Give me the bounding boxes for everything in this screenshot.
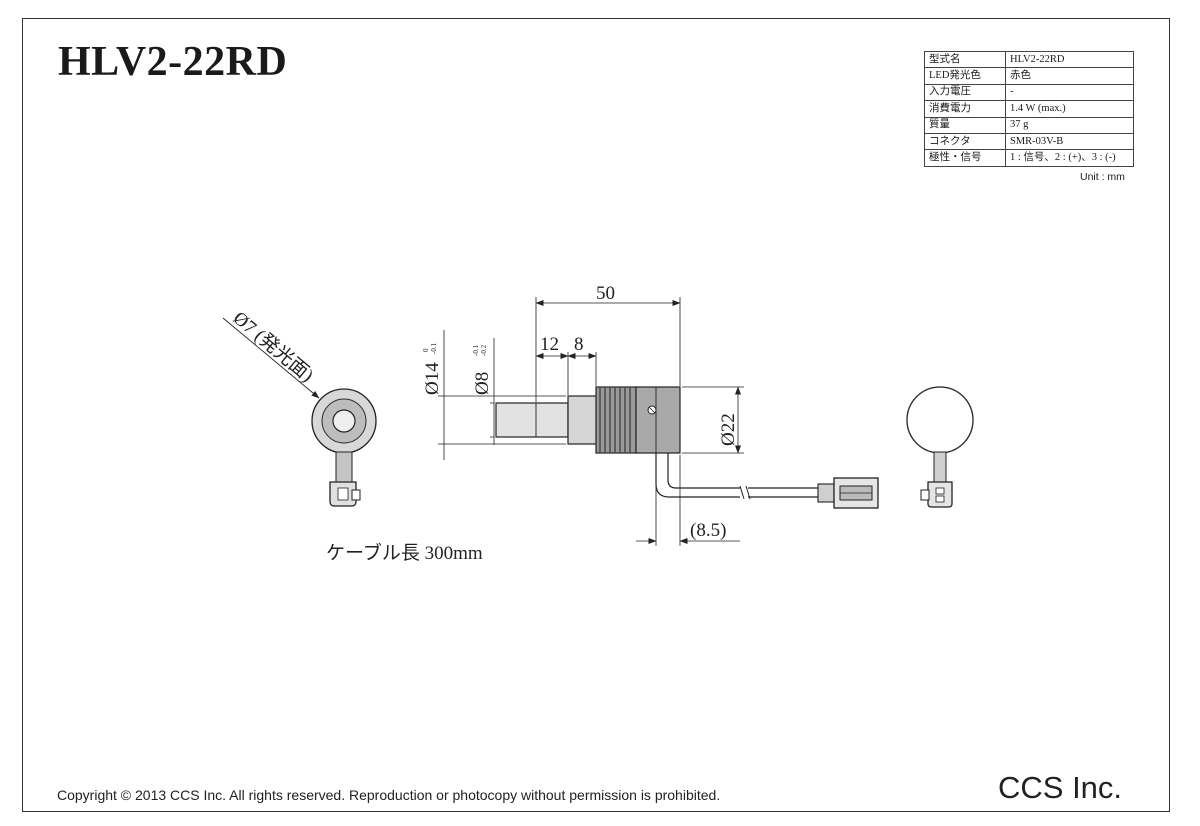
copyright-notice: Copyright © 2013 CCS Inc. All rights res… — [57, 787, 721, 803]
rear-connector-pin — [935, 487, 945, 495]
unit-note: Unit : mm — [1080, 171, 1125, 183]
dim-dia14-tol-lower: -0.1 — [430, 342, 438, 354]
dim-dia22-label: Ø22 — [718, 413, 739, 446]
dim-dia8-label: Ø8 — [472, 372, 493, 395]
front-view: Ø7 (発光面) — [222, 307, 377, 507]
dim-dia14-label: Ø14 — [422, 362, 443, 395]
drawing-title: HLV2-22RD — [58, 39, 288, 85]
set-screw-slot — [648, 406, 656, 414]
dim-dia8-tol-upper: -0.1 — [472, 344, 480, 356]
front-connector-latch — [351, 489, 361, 501]
spec-value: 1 : 信号、2 : (+)、3 : (-) — [1005, 149, 1134, 167]
rear-connector-pin — [935, 495, 945, 503]
front-tube — [495, 402, 569, 438]
front-cable-stub — [335, 451, 353, 483]
cable-length-note: ケーブル長 300mm — [326, 541, 483, 564]
dim-dia8-tol-lower: -0.2 — [480, 344, 488, 356]
connector-boot — [817, 483, 835, 503]
front-connector-slot — [337, 487, 349, 501]
side-connector — [817, 477, 879, 509]
dim-dia14-tol-upper: 0 — [422, 348, 430, 352]
rear-body-circle — [906, 386, 974, 454]
rear-connector-latch — [920, 489, 930, 501]
emitting-face-label: Ø7 (発光面) — [229, 307, 318, 387]
rear-view — [906, 386, 974, 508]
side-view — [495, 386, 879, 509]
company-name: CCS Inc. — [998, 770, 1123, 805]
dim-8-label: 8 — [574, 334, 584, 355]
rear-connector — [927, 481, 953, 508]
cable-outline-lower — [667, 453, 740, 489]
dim-12-label: 12 — [540, 334, 559, 355]
drawing-frame — [22, 18, 1170, 812]
heatsink-fins — [595, 386, 637, 454]
front-emitting-face — [332, 409, 356, 433]
dim-50-label: 50 — [596, 283, 615, 304]
rear-body — [635, 386, 681, 454]
cable-break-mark — [739, 485, 745, 500]
emitting-face-leader — [222, 317, 320, 399]
spec-row: LED発光色赤色 — [924, 67, 1134, 85]
rear-cable-stub — [933, 451, 947, 483]
dimension-lines — [438, 297, 744, 546]
dim-8-5-label: (8.5) — [690, 520, 726, 541]
mid-section — [567, 395, 599, 445]
